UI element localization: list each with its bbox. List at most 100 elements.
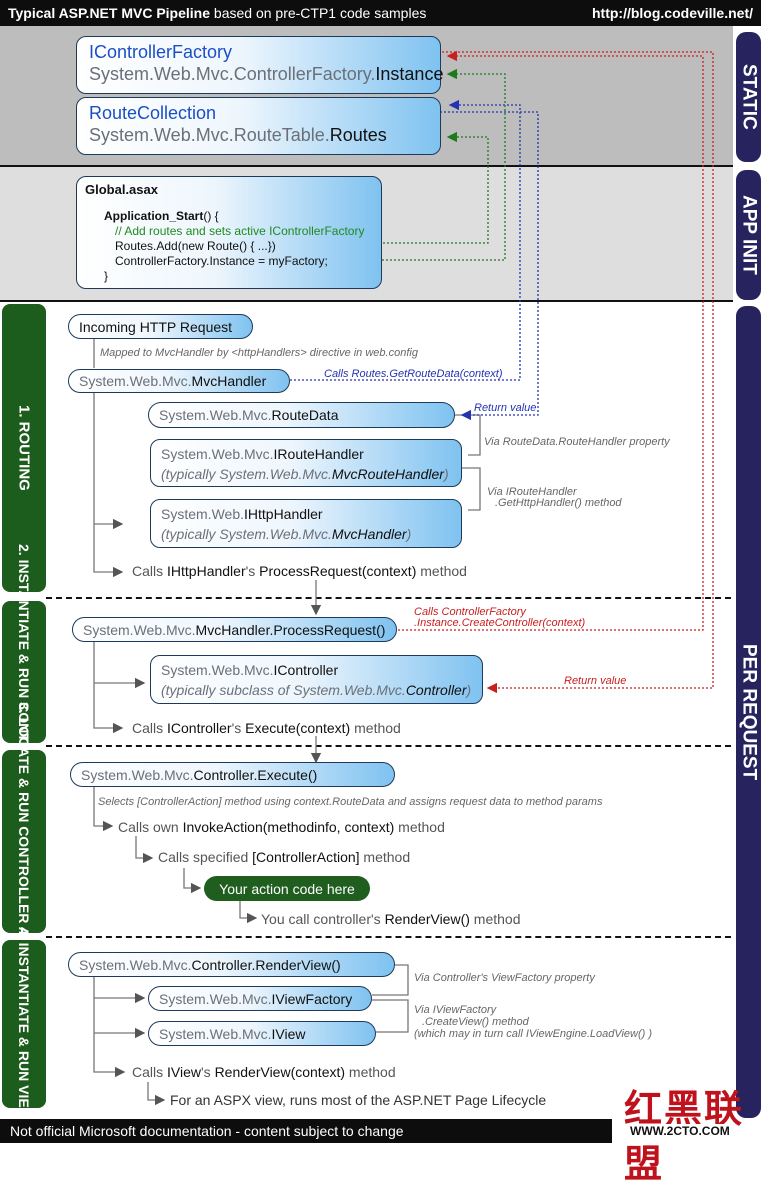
controller-factory-prefix: System.Web.Mvc.ControllerFactory. [89,64,376,84]
via-gethttphandler-note1: Via IRouteHandler [487,486,577,498]
section-instantiate-view: 4. INSTANTIATE & RUN VIEW [2,927,46,1121]
ihttphandler-prefix: System.Web. [161,506,244,522]
section-appinit: APP INIT [736,170,761,300]
renderview-name: Controller.RenderView() [191,956,341,973]
processrequest-pill: System.Web.Mvc.MvcHandler.ProcessRequest… [72,617,397,642]
execute-name: Controller.Execute() [193,766,318,783]
return-value-note-controller: Return value [564,675,627,687]
global-comment: // Add routes and sets active IControlle… [115,224,365,238]
your-action-code-pill: Your action code here [204,876,370,901]
icontroller-sub1: (typically subclass of System.Web.Mvc. [161,682,406,698]
icontroller-sub2: Controller [405,682,467,698]
global-line1: Routes.Add(new Route() { ...}) [115,239,276,253]
iviewfactory-name: IViewFactory [271,990,353,1007]
ihttphandler-sub3: ) [406,526,412,542]
routedata-pill: System.Web.Mvc.RouteData [148,402,455,428]
calls-factory-note1: Calls ControllerFactory [414,606,526,618]
processrequest-name: MvcHandler.ProcessRequest() [195,621,386,638]
global-line2: ControllerFactory.Instance = myFactory; [115,254,328,268]
incoming-request-pill: Incoming HTTP Request [68,314,253,339]
section-perrequest: PER REQUEST [736,306,761,1118]
via-gethttphandler-note2: .GetHttpHandler() method [495,497,622,509]
iroutehandler-box: System.Web.Mvc.IRouteHandler (typically … [150,439,462,487]
global-method-rest: () { [203,209,219,223]
renderview-pill: System.Web.Mvc.Controller.RenderView() [68,952,395,977]
route-collection-prefix: System.Web.Mvc.RouteTable. [89,125,330,145]
iview-name: IView [271,1025,306,1042]
via-routehandler-note: Via RouteData.RouteHandler property [484,436,670,448]
execute-pill: System.Web.Mvc.Controller.Execute() [70,762,395,787]
global-method: Application_Start [104,209,204,223]
header-title-bold: Typical ASP.NET MVC Pipeline [8,5,211,21]
route-collection-member: Routes [329,125,387,145]
mapped-note: Mapped to MvcHandler by <httpHandlers> d… [100,347,418,359]
controller-factory-member: Instance [375,64,444,84]
ihttphandler-sub2: MvcHandler [331,526,407,542]
return-value-note-routing: Return value [474,402,537,414]
connector-lines [93,50,714,1106]
iroutehandler-prefix: System.Web.Mvc. [161,446,274,462]
mvchandler-name: MvcHandler [191,373,267,389]
section-instantiate-controller: 2. INSTANTIATE & RUN CONTROLLER [2,544,46,800]
ihttphandler-name: IHttpHandler [244,506,323,522]
calls-controlleraction: Calls specified [ControllerAction] metho… [158,849,411,865]
iroutehandler-name: IRouteHandler [273,446,364,462]
section-routing: 1. ROUTING [2,304,46,592]
divider-routing [46,597,731,599]
ihttphandler-box: System.Web.IHttpHandler (typically Syste… [150,499,462,548]
controller-factory-box: IControllerFactory System.Web.Mvc.Contro… [76,36,444,94]
header-url[interactable]: http://blog.codeville.net/ [592,5,753,21]
execute-prefix: System.Web.Mvc. [81,766,194,783]
via-createview-note3: (which may in turn call IViewEngine.Load… [414,1028,653,1040]
icontroller-name: IController [273,662,339,678]
processrequest-prefix: System.Web.Mvc. [83,621,196,638]
calls-renderview: You call controller's RenderView() metho… [261,911,521,927]
section-static: STATIC [736,32,761,162]
your-action-code-label: Your action code here [219,880,355,897]
iviewfactory-prefix: System.Web.Mvc. [159,990,272,1007]
global-close: } [104,269,109,283]
controller-factory-title: IControllerFactory [89,42,233,62]
iroutehandler-sub2: MvcRouteHandler [331,466,444,482]
footer-bar: Not official Microsoft documentation - c… [0,1119,612,1143]
watermark-url: WWW.2CTO.COM [628,1124,732,1138]
global-asax-box: Global.asax Application_Start() { // Add… [76,176,382,289]
incoming-request-label: Incoming HTTP Request [79,318,233,335]
calls-iview-renderview: Calls IView's RenderView(context) method [132,1064,396,1080]
calls-routes-note: Calls Routes.GetRouteData(context) [324,368,503,380]
divider-action [46,936,731,938]
selects-note: Selects [ControllerAction] method using … [98,796,603,808]
route-collection-title: RouteCollection [89,103,217,123]
header-title-rest: based on pre-CTP1 code samples [210,5,427,21]
routedata-prefix: System.Web.Mvc. [159,407,272,423]
icontroller-prefix: System.Web.Mvc. [161,662,274,678]
aspx-lifecycle-note: For an ASPX view, runs most of the ASP.N… [170,1092,547,1108]
iview-pill: System.Web.Mvc.IView [148,1021,376,1046]
divider-static [0,165,733,167]
calls-factory-note2: .Instance.CreateController(context) [414,617,586,629]
divider-appinit [0,300,733,302]
calls-processrequest: Calls IHttpHandler's ProcessRequest(cont… [132,563,467,579]
via-createview-note2: .CreateView() method [422,1016,529,1028]
route-collection-box: RouteCollection System.Web.Mvc.RouteTabl… [76,97,441,155]
icontroller-sub3: ) [466,682,472,698]
calls-invokeaction: Calls own InvokeAction(methodinfo, conte… [118,819,445,835]
ihttphandler-sub1: (typically System.Web.Mvc. [161,526,332,542]
iview-prefix: System.Web.Mvc. [159,1025,272,1042]
section-locate-action: 3. LOCATE & RUN CONTROLLER ACTION [2,702,46,981]
header-bar: Typical ASP.NET MVC Pipeline based on pr… [0,0,761,26]
via-viewfactory-note: Via Controller's ViewFactory property [414,972,595,984]
renderview-prefix: System.Web.Mvc. [79,956,192,973]
iviewfactory-pill: System.Web.Mvc.IViewFactory [148,986,372,1011]
via-createview-note1: Via IViewFactory [414,1004,497,1016]
iroutehandler-sub3: ) [443,466,449,482]
calls-execute: Calls IController's Execute(context) met… [132,720,401,736]
footer-text: Not official Microsoft documentation - c… [10,1123,404,1139]
iroutehandler-sub1: (typically System.Web.Mvc. [161,466,332,482]
divider-controller [46,745,731,747]
mvchandler-prefix: System.Web.Mvc. [79,373,192,389]
icontroller-box: System.Web.Mvc.IController (typically su… [150,655,483,704]
routedata-name: RouteData [271,407,339,423]
global-asax-title: Global.asax [85,182,158,197]
mvchandler-pill: System.Web.Mvc.MvcHandler [68,369,290,393]
